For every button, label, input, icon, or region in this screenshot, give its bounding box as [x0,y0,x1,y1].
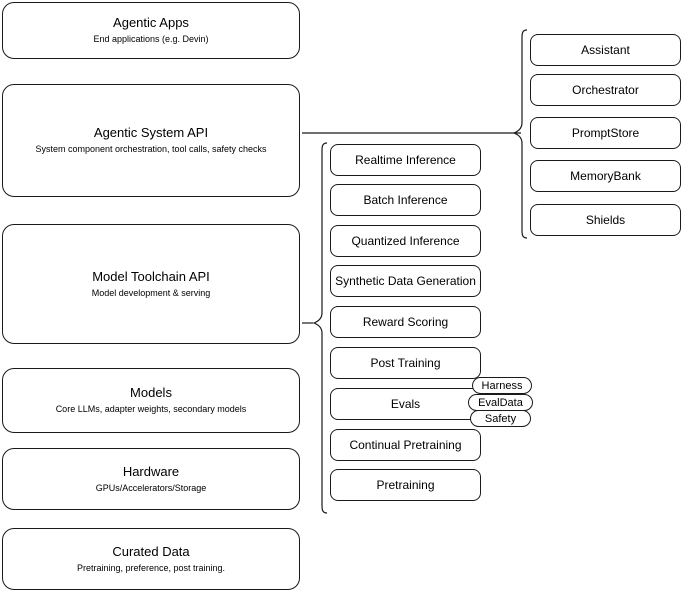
component-box-pretraining[interactable]: Pretraining [330,469,481,501]
layer-title: Model Toolchain API [92,268,210,284]
pill-harness[interactable]: Harness [472,377,532,394]
component-box-batch-inference[interactable]: Batch Inference [330,184,481,216]
component-box-post-training[interactable]: Post Training [330,347,481,379]
component-box-shields[interactable]: Shields [530,204,681,236]
component-label: Continual Pretraining [349,438,462,452]
component-label: Shields [585,213,626,227]
component-box-realtime-inference[interactable]: Realtime Inference [330,144,481,176]
component-label: Reward Scoring [362,315,449,329]
layer-title: Agentic Apps [113,15,189,30]
component-box-promptstore[interactable]: PromptStore [530,117,681,149]
layer-box-models[interactable]: Models Core LLMs, adapter weights, secon… [2,368,300,433]
component-label: Assistant [581,43,630,57]
component-label: Batch Inference [363,193,448,207]
component-box-assistant[interactable]: Assistant [530,34,681,66]
layer-subtitle: Model development & serving [91,287,211,298]
layer-title: Hardware [122,463,180,479]
layer-subtitle: Core LLMs, adapter weights, secondary mo… [55,404,247,414]
layer-subtitle: GPUs/Accelerators/Storage [95,482,207,493]
layer-box-agentic-apps[interactable]: Agentic Apps End applications (e.g. Devi… [2,2,300,59]
component-box-memorybank[interactable]: MemoryBank [530,160,681,192]
component-box-reward-scoring[interactable]: Reward Scoring [330,306,481,338]
component-box-orchestrator[interactable]: Orchestrator [530,74,681,106]
layer-subtitle: System component orchestration, tool cal… [35,144,267,154]
component-box-evals[interactable]: Evals [330,388,481,420]
pill-evaldata[interactable]: EvalData [468,394,533,411]
pill-safety[interactable]: Safety [470,410,531,427]
right-curly-brace [512,29,528,239]
component-label: Realtime Inference [355,153,456,167]
component-label: Evals [390,397,421,411]
component-label: Synthetic Data Generation [335,274,476,288]
component-label: MemoryBank [570,169,641,183]
layer-box-model-toolchain-api[interactable]: Model Toolchain API Model development & … [2,224,300,344]
layer-title: Models [130,385,172,400]
middle-curly-brace [312,142,328,514]
component-label: PromptStore [571,126,640,140]
component-label: Post Training [370,356,441,370]
layer-box-hardware[interactable]: Hardware GPUs/Accelerators/Storage [2,448,300,510]
component-label: Quantized Inference [351,234,460,248]
component-box-quantized-inference[interactable]: Quantized Inference [330,225,481,257]
component-label: Orchestrator [572,83,639,97]
component-label: Pretraining [376,478,435,492]
layer-subtitle: End applications (e.g. Devin) [93,34,209,44]
component-box-synthetic-data-generation[interactable]: Synthetic Data Generation [330,265,481,297]
layer-subtitle: Pretraining, preference, post training. [76,562,226,573]
layer-title: Agentic System API [93,125,209,140]
layer-box-agentic-system-api[interactable]: Agentic System API System component orch… [2,84,300,197]
component-box-continual-pretraining[interactable]: Continual Pretraining [330,429,481,461]
layer-title: Curated Data [112,543,190,559]
layer-box-curated-data[interactable]: Curated Data Pretraining, preference, po… [2,528,300,590]
